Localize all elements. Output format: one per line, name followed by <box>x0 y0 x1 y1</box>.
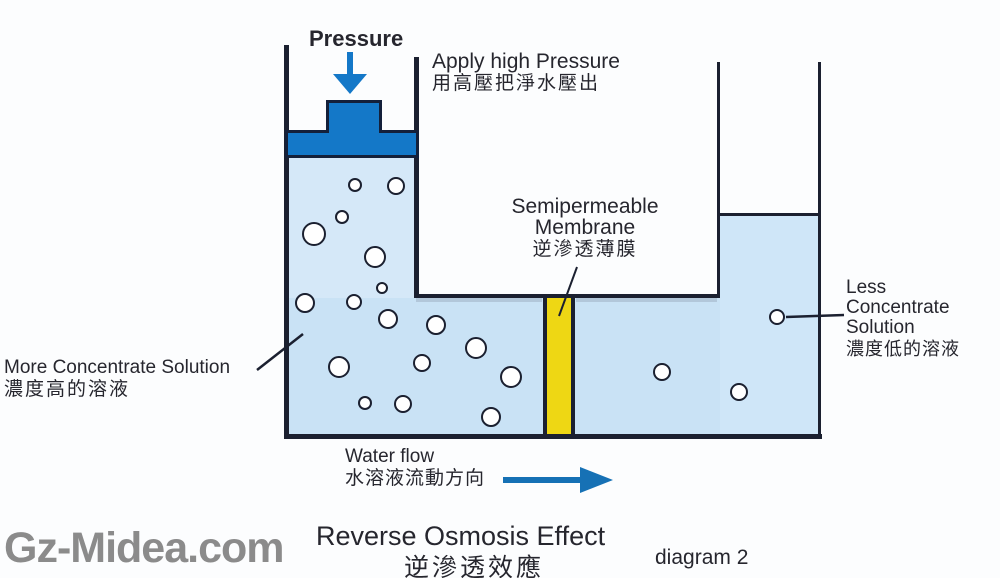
piston-plate <box>285 130 419 158</box>
apply-high-pressure-label: Apply high Pressure 用高壓把淨水壓出 <box>432 51 620 95</box>
membrane-label-zh: 逆滲透薄膜 <box>532 239 638 260</box>
title-zh: 逆滲透效應 <box>404 554 545 578</box>
bubble <box>413 354 431 372</box>
less-concentrate-en3: Solution <box>846 317 915 338</box>
water-flow-en: Water flow <box>345 446 435 467</box>
water-flow-zh: 水溶液流動方向 <box>345 468 486 489</box>
bubble <box>335 210 349 224</box>
right-liquid-surface-line <box>718 213 820 216</box>
semipermeable-membrane <box>543 297 575 437</box>
bubble <box>426 315 446 335</box>
less-concentrate-en1: Less <box>846 277 887 298</box>
less-concentrate-en2: Concentrate <box>846 297 950 318</box>
less-concentrate-zh: 濃度低的溶液 <box>846 339 960 359</box>
membrane-label-en2: Membrane <box>534 216 636 239</box>
membrane-label-en1: Semipermeable <box>511 195 659 218</box>
bubble <box>302 222 326 246</box>
right-chamber-liquid <box>720 216 818 438</box>
pressure-label: Pressure <box>309 26 404 51</box>
watermark: Gz-Midea.com <box>4 524 284 572</box>
apply-high-pressure-en: Apply high Pressure <box>432 50 620 73</box>
water-flow-label: Water flow 水溶液流動方向 <box>345 446 485 490</box>
bubble <box>358 396 372 410</box>
bubble <box>346 294 362 310</box>
bubble <box>394 395 412 413</box>
bubble <box>364 246 386 268</box>
bubble <box>387 177 405 195</box>
bubble <box>481 407 501 427</box>
bubble <box>295 293 315 313</box>
diagram-number: diagram 2 <box>655 546 749 569</box>
piston-knob <box>326 100 382 133</box>
more-concentrate-zh: 濃度高的溶液 <box>4 379 131 400</box>
membrane-label: Semipermeable Membrane 逆滲透薄膜 <box>470 196 700 261</box>
left-wall <box>284 45 289 438</box>
title-en: Reverse Osmosis Effect <box>316 521 606 551</box>
bubble <box>769 309 785 325</box>
right-chamber-outer-wall <box>818 62 821 439</box>
right-chamber-inner-wall <box>717 62 720 298</box>
bottom-wall <box>284 434 822 439</box>
more-concentrate-label: More Concentrate Solution 濃度高的溶液 <box>4 357 230 401</box>
less-concentrate-label: Less Concentrate Solution 濃度低的溶液 <box>846 278 960 361</box>
bubble <box>653 363 671 381</box>
bubble <box>465 337 487 359</box>
more-concentrate-en: More Concentrate Solution <box>4 357 231 378</box>
channel-top-shadow <box>416 298 542 302</box>
bubble <box>730 383 748 401</box>
left-chamber-right-wall <box>414 57 419 298</box>
bubble <box>378 309 398 329</box>
bubble <box>328 356 350 378</box>
bubble <box>376 282 388 294</box>
channel-top-shadow-right <box>576 298 717 302</box>
bubble <box>348 178 362 192</box>
bubble <box>500 366 522 388</box>
apply-high-pressure-zh: 用高壓把淨水壓出 <box>432 73 601 94</box>
